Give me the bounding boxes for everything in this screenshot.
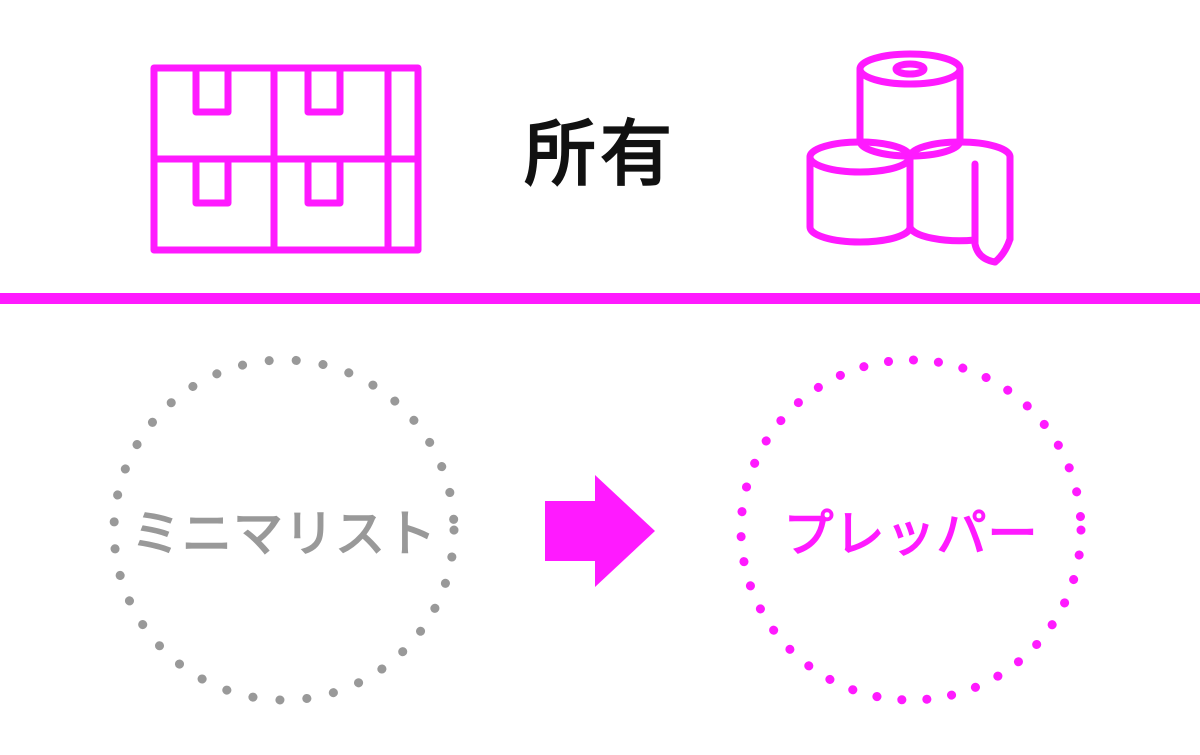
toilet-paper-rolls-icon <box>800 44 1030 278</box>
shelf-boxes-icon <box>150 64 422 258</box>
prepper-label: プレッパー <box>783 505 1039 563</box>
right-arrow-icon <box>545 475 657 591</box>
minimalist-circle: ミニマリスト <box>99 345 469 715</box>
minimalist-label: ミニマリスト <box>131 505 437 563</box>
title-label: 所有 <box>523 112 676 196</box>
prepper-circle: プレッパー <box>726 345 1096 715</box>
divider-line <box>0 293 1200 304</box>
